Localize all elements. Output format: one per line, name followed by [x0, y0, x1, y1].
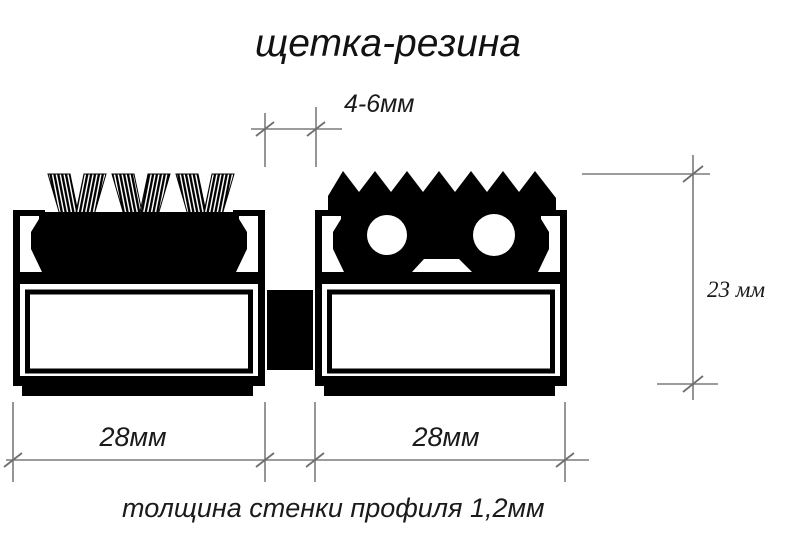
right-width-label: 28мм [411, 422, 479, 452]
shell-right-wall [258, 210, 265, 386]
shell-left-lip [315, 210, 347, 216]
shell-left-lip-return [39, 210, 45, 229]
connector-bridge [267, 290, 313, 370]
brush-tuft [111, 173, 171, 223]
dimension-tick [255, 452, 275, 468]
gap-dimension-label: 4-6мм [344, 90, 414, 118]
dimension-tick [682, 165, 704, 183]
rubber-hole-left [367, 215, 407, 255]
shell-right-lip-return [233, 210, 239, 229]
height-dimension: 23 мм [582, 155, 765, 400]
left-profile [13, 173, 265, 396]
base-foot [324, 386, 555, 396]
shell-right-lip-return [535, 210, 541, 229]
shell-left-lip-return [341, 210, 347, 229]
width-dimensions: 28мм 28мм [3, 402, 589, 482]
brush-insert [31, 212, 247, 272]
profile-shell [315, 210, 567, 396]
shell-bottom [13, 376, 265, 386]
dimension-tick [3, 452, 23, 468]
dimension-tick [682, 375, 704, 393]
right-profile [315, 171, 567, 396]
wall-thickness-note: толщина стенки профиля 1,2мм [122, 493, 545, 523]
dimension-tick [305, 452, 325, 468]
height-dimension-label: 23 мм [707, 277, 765, 302]
dimension-tick [306, 121, 326, 137]
shell-left-wall [315, 210, 322, 386]
shell-left-wall [13, 210, 20, 386]
rubber-insert-teeth [328, 171, 556, 212]
base-foot [22, 386, 253, 396]
dimension-tick [555, 452, 575, 468]
shell-bottom [315, 376, 567, 386]
shell-left-lip [13, 210, 45, 216]
hollow-chamber [327, 289, 555, 374]
gap-dimension: 4-6мм [251, 90, 414, 167]
shell-middle-divider [20, 272, 258, 284]
left-width-label: 28мм [98, 422, 166, 452]
rubber-insert-body [333, 212, 549, 272]
brush-tuft [47, 173, 107, 223]
hollow-chamber [25, 289, 253, 374]
dimension-tick [255, 121, 275, 137]
shell-middle-divider [322, 272, 560, 284]
drawing-title: щетка-резина [255, 22, 521, 65]
profile-shell [13, 210, 265, 396]
shell-right-lip [233, 210, 265, 216]
shell-right-lip [535, 210, 567, 216]
rubber-hole-right [473, 214, 515, 256]
shell-right-wall [560, 210, 567, 386]
